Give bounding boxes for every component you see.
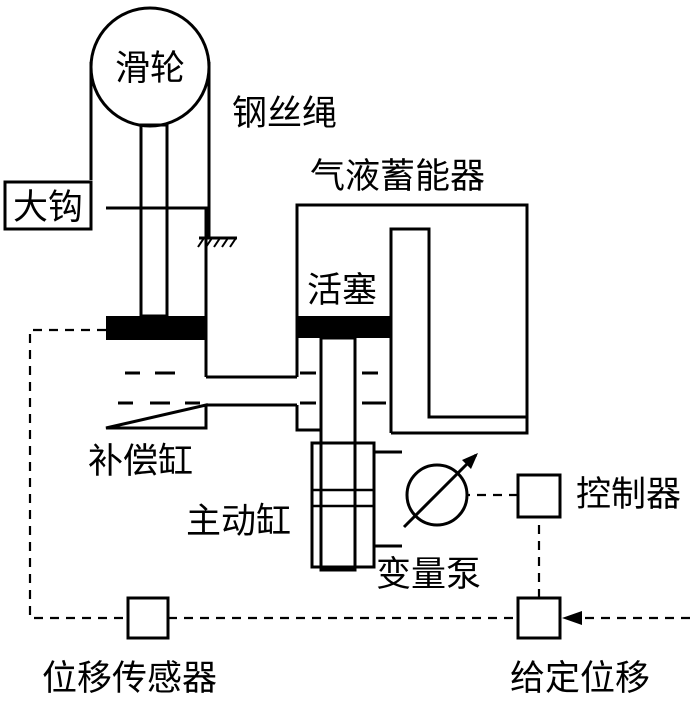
compensation-rod: [139, 123, 169, 318]
compensation-piston: [106, 316, 206, 340]
variable-pump-label: 变量泵: [376, 555, 481, 595]
setpoint-box: [516, 596, 562, 640]
compensation-cylinder: 补偿缸: [88, 123, 208, 482]
wire-rope: 钢丝绳: [89, 62, 337, 248]
piston-rod: [319, 336, 357, 572]
pulley: 滑轮: [89, 6, 211, 128]
arrowhead-icon: [462, 453, 478, 469]
hook: 大钩: [3, 180, 93, 231]
connecting-pipe: [206, 375, 297, 407]
anchor-ground-icon: [197, 236, 237, 248]
compensation-cylinder-label: 补偿缸: [88, 442, 193, 482]
setpoint-displacement-label: 给定位移: [510, 659, 650, 699]
feedback-signal-line: [28, 328, 128, 620]
pulley-label: 滑轮: [115, 49, 185, 89]
wire-rope-label: 钢丝绳: [232, 94, 337, 134]
accumulator-partition: [389, 227, 527, 433]
master-cylinder: 主动缸: [186, 441, 402, 569]
accumulator-body: [295, 203, 529, 435]
piston-label: 活塞: [307, 271, 377, 311]
displacement-sensor-label: 位移传感器: [42, 659, 217, 699]
variable-pump: 变量泵: [376, 453, 481, 595]
controller-box: [516, 473, 562, 519]
controller: 控制器: [516, 473, 681, 519]
variable-arrow-icon: [402, 453, 478, 529]
accumulator-piston: [297, 316, 391, 338]
gas-liquid-accumulator: 气液蓄能器 活塞: [295, 157, 529, 572]
input-arrowhead-icon: [562, 611, 582, 625]
displacement-sensor: 位移传感器: [42, 596, 217, 699]
master-cylinder-label: 主动缸: [186, 502, 291, 542]
accumulator-label: 气液蓄能器: [310, 157, 485, 197]
setpoint-block: 给定位移: [510, 596, 650, 699]
signal-lines: [28, 328, 690, 625]
variable-pump-circle: [405, 463, 469, 527]
displacement-sensor-box: [126, 596, 170, 640]
master-cylinder-piston: [310, 488, 376, 508]
hook-label: 大钩: [13, 188, 83, 228]
controller-label: 控制器: [576, 475, 681, 515]
hook-box: [3, 180, 93, 231]
